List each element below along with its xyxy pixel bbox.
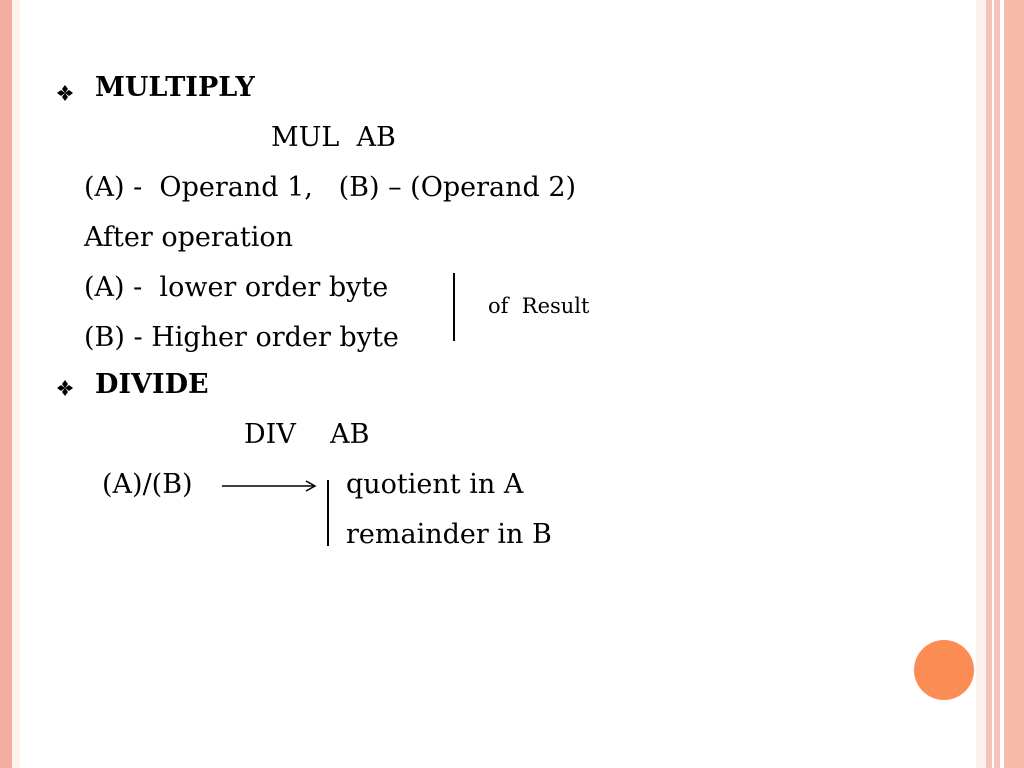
multiply-operands: (A) - Operand 1, (B) – (Operand 2): [84, 172, 577, 203]
multiply-higher-byte: (B) - Higher order byte: [84, 322, 399, 353]
divide-quotient: quotient in A: [346, 469, 524, 500]
multiply-instruction: MUL AB: [271, 122, 396, 153]
divide-remainder: remainder in B: [346, 519, 552, 550]
multiply-after-operation: After operation: [84, 222, 293, 253]
frame-right-inner: [976, 0, 986, 768]
diamond-bullet-icon: [57, 85, 73, 101]
frame-left-inner: [12, 0, 20, 768]
divide-heading: DIVIDE: [95, 369, 209, 400]
multiply-heading: MULTIPLY: [95, 72, 255, 103]
result-bracket: [453, 273, 455, 341]
multiply-lower-byte: (A) - lower order byte: [84, 272, 389, 303]
frame-right-stripe-2: [994, 0, 1000, 768]
divide-expression: (A)/(B): [102, 469, 193, 500]
divide-instruction: DIV AB: [244, 419, 370, 450]
diamond-bullet-icon: [57, 380, 73, 396]
orange-circle-icon: [914, 640, 974, 700]
frame-left-border: [0, 0, 12, 768]
slide-canvas: [20, 0, 976, 768]
frame-right-stripe-3: [1004, 0, 1024, 768]
divide-bracket: [327, 480, 329, 546]
right-arrow-icon: [222, 480, 317, 492]
frame-right-stripe-1: [986, 0, 992, 768]
result-note: of Result: [488, 294, 590, 318]
